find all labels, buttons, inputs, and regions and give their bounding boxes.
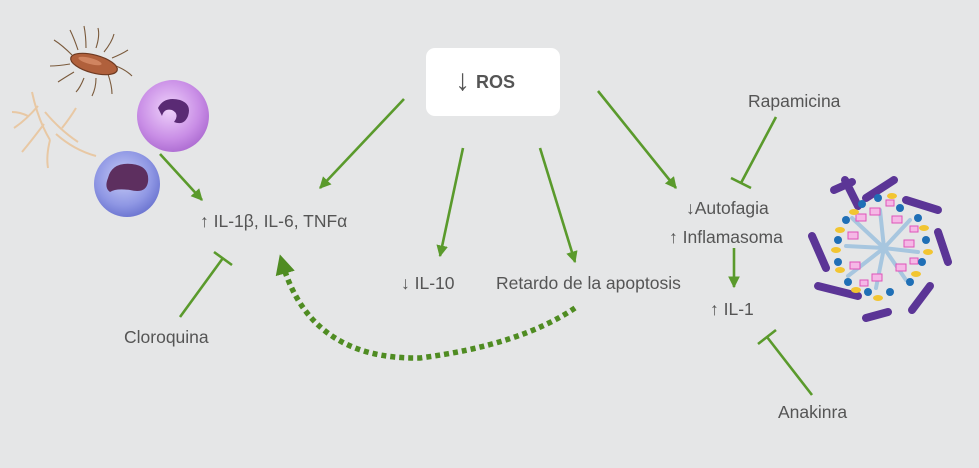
drug-cloroquina: Cloroquina xyxy=(124,327,209,347)
macrophage-cell-icon xyxy=(137,80,209,152)
cytokines-node: ↑ IL-1β, IL-6, TNFα xyxy=(200,211,348,231)
neutrophil-cell-icon xyxy=(94,151,160,217)
arrow-ros-to-il10 xyxy=(436,147,465,258)
il1-node: ↑ IL-1 xyxy=(710,299,754,319)
bacterium-icon xyxy=(49,25,133,97)
inhibit-cloroquina-cytokines xyxy=(178,250,233,318)
arrow-ros-to-cytokines xyxy=(319,98,405,189)
inflammasome-complex-icon xyxy=(808,176,952,322)
inflamasoma-label: Inflamasoma xyxy=(682,227,783,247)
drug-anakinra: Anakinra xyxy=(778,402,848,422)
cytokines-up-arrow: ↑ xyxy=(200,211,209,231)
il10-node: ↓ IL-10 xyxy=(401,273,455,293)
inhibit-anakinra-il1 xyxy=(757,328,814,396)
il1-label: IL-1 xyxy=(723,299,754,319)
inflamasoma-node: ↑ Inflamasoma xyxy=(669,227,783,247)
apoptosis-node: Retardo de la apoptosis xyxy=(496,273,681,293)
il10-label: IL-10 xyxy=(414,273,455,293)
inflamasoma-up-arrow: ↑ xyxy=(669,227,678,247)
inhibit-rapamicina-autofagia xyxy=(730,116,778,190)
ros-down-arrow: ↓ xyxy=(455,64,470,97)
il10-down-arrow: ↓ xyxy=(401,273,410,293)
autofagia-label: Autofagia xyxy=(694,198,769,218)
cytokines-label: IL-1β, IL-6, TNFα xyxy=(213,211,348,231)
arrow-cells-to-cytokines xyxy=(159,153,203,201)
fungal-hyphae-icon xyxy=(11,91,97,169)
autofagia-node: ↓Autofagia xyxy=(686,198,769,218)
ros-label: ROS xyxy=(476,72,516,92)
drug-rapamicina: Rapamicina xyxy=(748,91,841,111)
apoptosis-label: Retardo de la apoptosis xyxy=(496,273,681,293)
ros-box xyxy=(426,48,560,116)
arrow-ros-to-apoptosis xyxy=(538,147,578,264)
arrow-ros-to-autofagia xyxy=(596,90,678,189)
autofagia-down-arrow: ↓ xyxy=(686,198,695,218)
il1-up-arrow: ↑ xyxy=(710,299,719,319)
dashed-arrow-apoptosis-to-cytokines xyxy=(275,254,577,361)
